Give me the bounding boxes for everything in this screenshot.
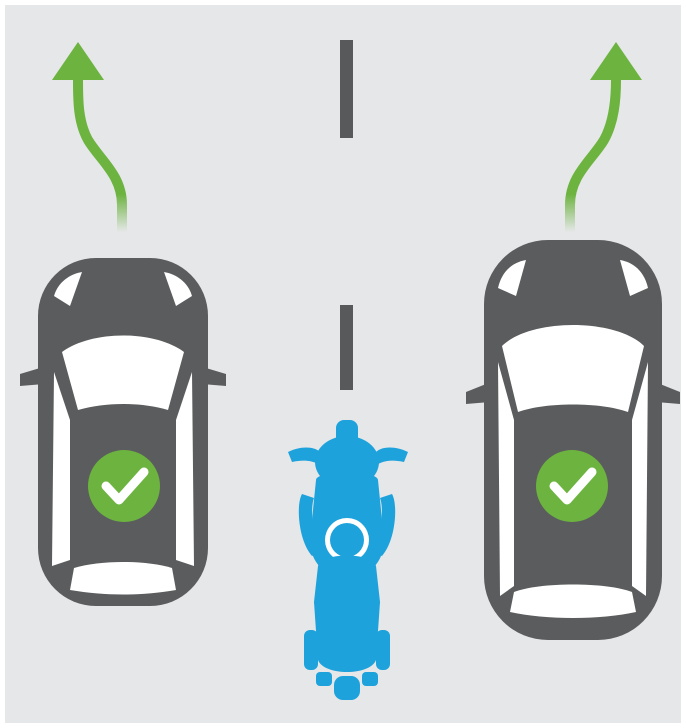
checkmark-icon [88,450,160,522]
lane-dash-middle [340,305,353,390]
car-right [466,240,680,640]
car-left [20,258,226,606]
lane-dash-top [340,40,353,138]
arrow-up-curved-icon [52,42,122,232]
arrow-up-curved-icon [570,42,642,232]
motorcycle-rider-icon [288,420,408,700]
checkmark-icon [536,450,608,522]
